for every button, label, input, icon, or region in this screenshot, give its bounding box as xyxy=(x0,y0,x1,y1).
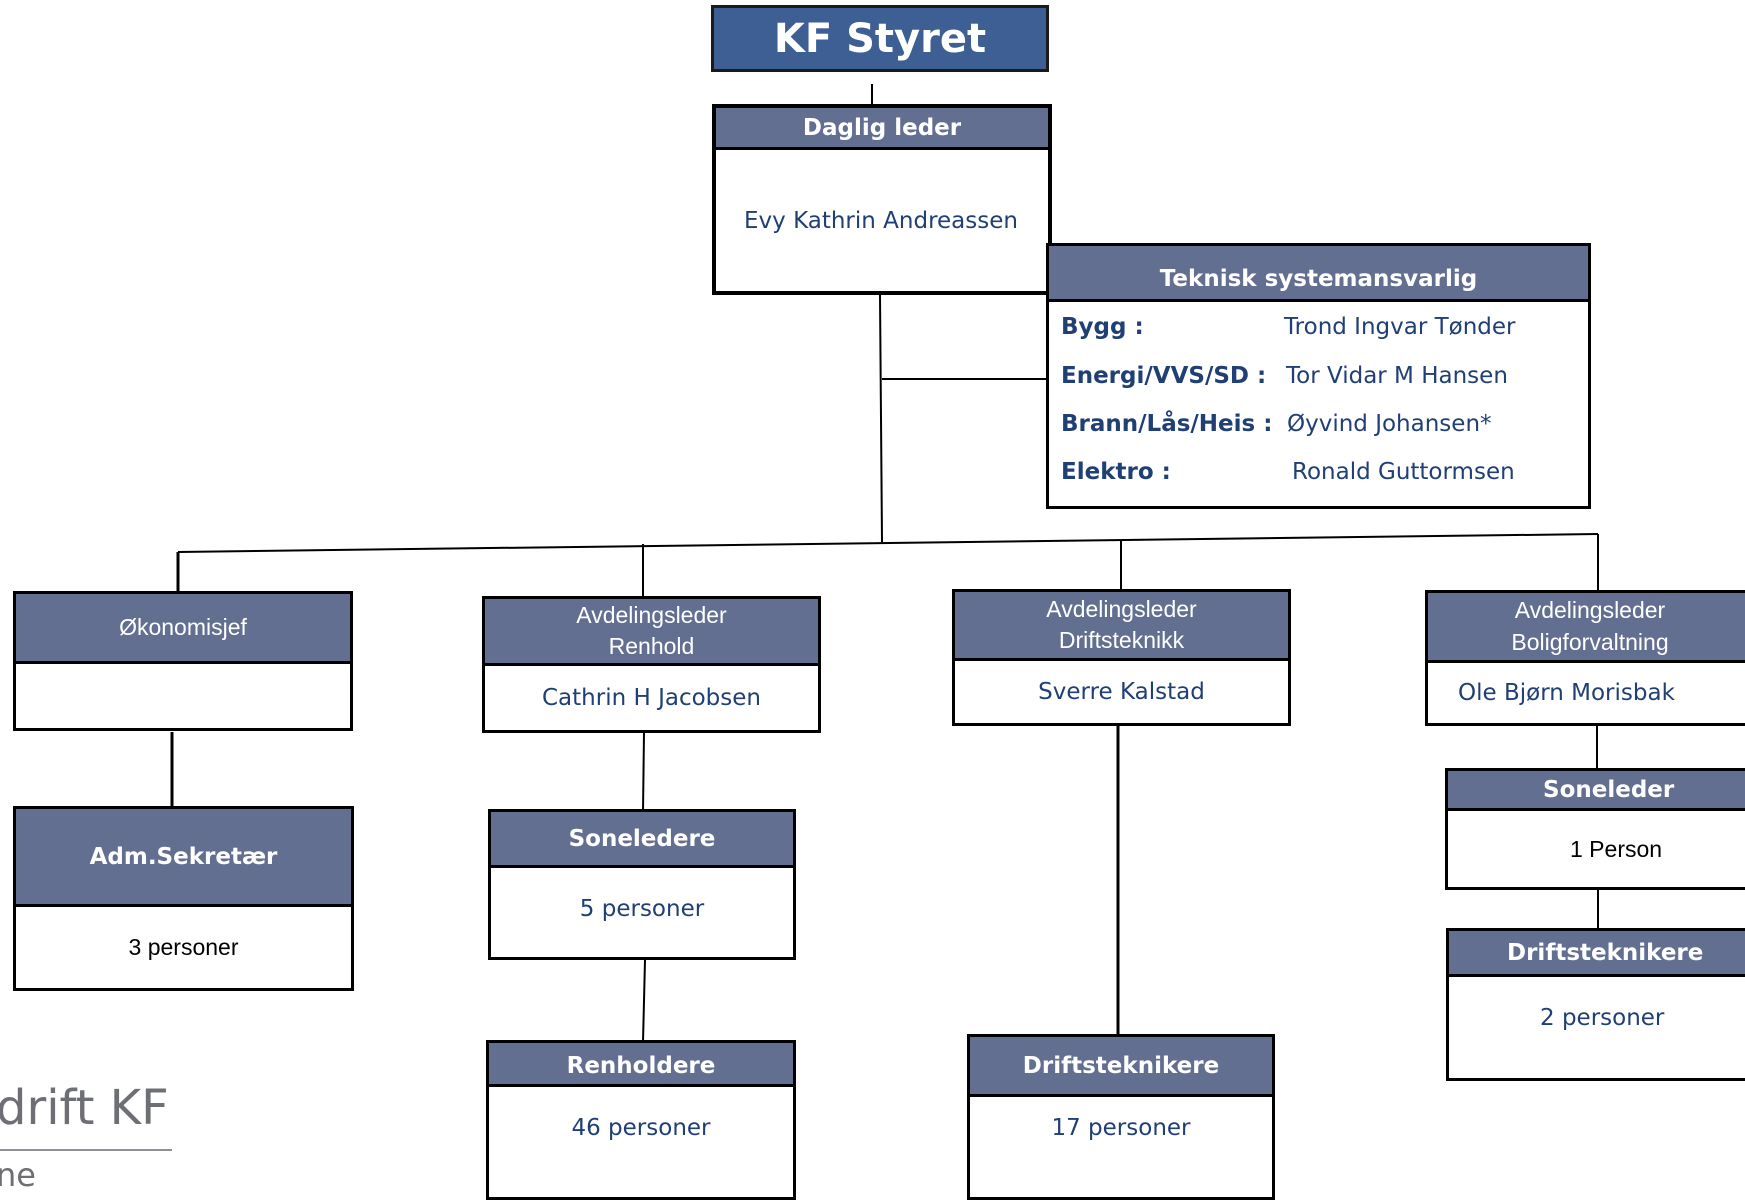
teknisk-header: Teknisk systemansvarlig xyxy=(1049,246,1588,302)
bolig-teknikere-header: Driftsteknikere xyxy=(1449,931,1745,977)
board-box: KF Styret xyxy=(711,5,1049,72)
soneledere-box: Soneledere 5 personer xyxy=(488,809,796,960)
soneledere-header: Soneledere xyxy=(491,812,793,868)
renhold-title-line1: Avdelingsleder xyxy=(576,601,727,628)
adm-header: Adm.Sekretær xyxy=(16,809,351,907)
renhold-title-line2: Renhold xyxy=(608,633,695,659)
drift-teknikere-header: Driftsteknikere xyxy=(970,1037,1272,1097)
renhold-name: Cathrin H Jacobsen xyxy=(542,685,761,711)
bolig-teknikere-box: Driftsteknikere 2 personer xyxy=(1446,928,1745,1081)
logo-rule xyxy=(0,1149,172,1151)
adm-box: Adm.Sekretær 3 personer xyxy=(13,806,354,991)
connector-leder-trunk xyxy=(879,294,883,543)
teknisk-label: Energi/VVS/SD : xyxy=(1061,363,1267,389)
okonomi-name xyxy=(16,664,350,728)
bolig-soneleder-count: 1 Person xyxy=(1570,835,1663,862)
daglig-leder-box: Daglig leder Evy Kathrin Andreassen xyxy=(712,104,1052,295)
connector-renhold-sone xyxy=(642,731,645,813)
teknisk-row-bygg: Bygg : Trond Ingvar Tønder xyxy=(1061,314,1516,340)
drift-teknikere-count: 17 personer xyxy=(1051,1115,1191,1141)
drift-box: Avdelingsleder Driftsteknikk Sverre Kals… xyxy=(952,589,1291,726)
drift-name: Sverre Kalstad xyxy=(1038,679,1205,705)
bolig-soneleder-header: Soneleder xyxy=(1448,771,1745,811)
teknisk-row-energi: Energi/VVS/SD : Tor Vidar M Hansen xyxy=(1061,363,1508,389)
connector-horizontal-bus xyxy=(177,533,1599,553)
drift-title-line2: Driftsteknikk xyxy=(1058,627,1185,653)
renholdere-box: Renholdere 46 personer xyxy=(486,1040,796,1200)
teknisk-label: Elektro : xyxy=(1061,459,1171,485)
bolig-soneleder-box: Soneleder 1 Person xyxy=(1445,768,1745,890)
connector-sone-renholdere xyxy=(642,959,646,1043)
drift-teknikere-box: Driftsteknikere 17 personer xyxy=(967,1034,1275,1200)
okonomi-header: Økonomisjef xyxy=(16,594,350,664)
teknisk-name: Ronald Guttormsen xyxy=(1292,459,1515,485)
renholdere-header: Renholdere xyxy=(489,1043,793,1087)
drift-title-line1: Avdelingsleder xyxy=(1046,595,1197,622)
adm-count: 3 personer xyxy=(128,934,239,960)
okonomi-box: Økonomisjef xyxy=(13,591,353,731)
teknisk-name: Tor Vidar M Hansen xyxy=(1286,363,1508,389)
bolig-title-line1: Avdelingsleder xyxy=(1514,597,1666,624)
teknisk-name: Øyvind Johansen* xyxy=(1287,411,1492,437)
bolig-teknikere-count: 2 personer xyxy=(1540,1005,1665,1031)
soneledere-count: 5 personer xyxy=(579,896,705,922)
bolig-title-line2: Boligforvaltning xyxy=(1511,628,1669,655)
bolig-name: Ole Bjørn Morisbak xyxy=(1458,680,1675,706)
logo-subtext: ne xyxy=(0,1156,36,1194)
logo-text: drift KF xyxy=(0,1080,169,1136)
okonomi-title: Økonomisjef xyxy=(119,613,247,640)
teknisk-label: Brann/Lås/Heis : xyxy=(1061,411,1273,437)
renhold-header: Avdelingsleder Renhold xyxy=(485,599,818,666)
renhold-box: Avdelingsleder Renhold Cathrin H Jacobse… xyxy=(482,596,821,733)
teknisk-label: Bygg : xyxy=(1061,314,1144,340)
teknisk-box: Teknisk systemansvarlig Bygg : Trond Ing… xyxy=(1046,243,1591,509)
bolig-header: Avdelingsleder Boligforvaltning xyxy=(1428,593,1745,663)
drift-header: Avdelingsleder Driftsteknikk xyxy=(955,592,1288,661)
teknisk-row-brann: Brann/Lås/Heis : Øyvind Johansen* xyxy=(1061,411,1492,437)
renholdere-count: 46 personer xyxy=(571,1115,711,1141)
daglig-leder-header: Daglig leder xyxy=(716,108,1048,150)
teknisk-row-elektro: Elektro : Ronald Guttormsen xyxy=(1061,459,1515,485)
daglig-leder-name: Evy Kathrin Andreassen xyxy=(744,207,1018,234)
teknisk-name: Trond Ingvar Tønder xyxy=(1284,314,1516,340)
bolig-box: Avdelingsleder Boligforvaltning Ole Bjør… xyxy=(1425,590,1745,726)
